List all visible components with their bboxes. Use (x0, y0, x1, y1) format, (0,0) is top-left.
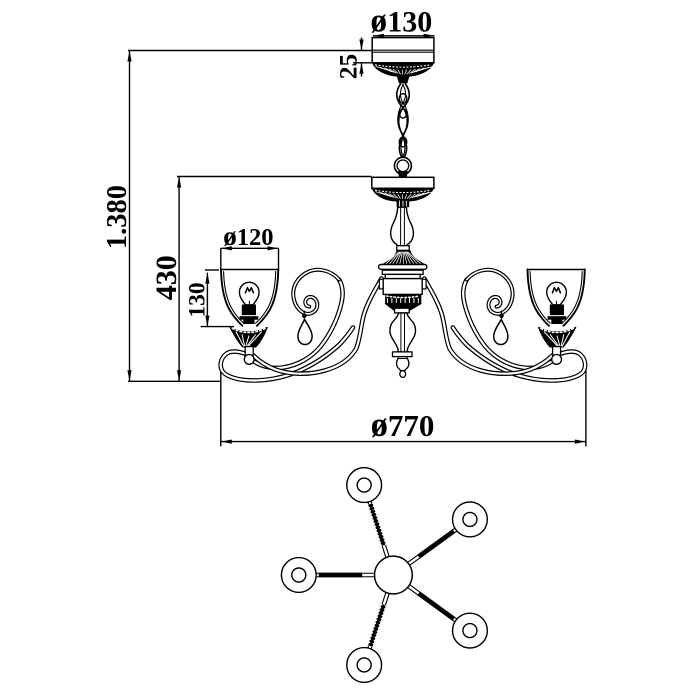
svg-text:ø770: ø770 (371, 405, 435, 444)
svg-text:1.380: 1.380 (102, 185, 133, 249)
svg-text:25: 25 (334, 54, 363, 80)
svg-text:430: 430 (150, 255, 183, 300)
svg-text:ø120: ø120 (223, 221, 273, 251)
svg-text:ø130: ø130 (370, 3, 432, 40)
svg-text:130: 130 (184, 282, 210, 317)
